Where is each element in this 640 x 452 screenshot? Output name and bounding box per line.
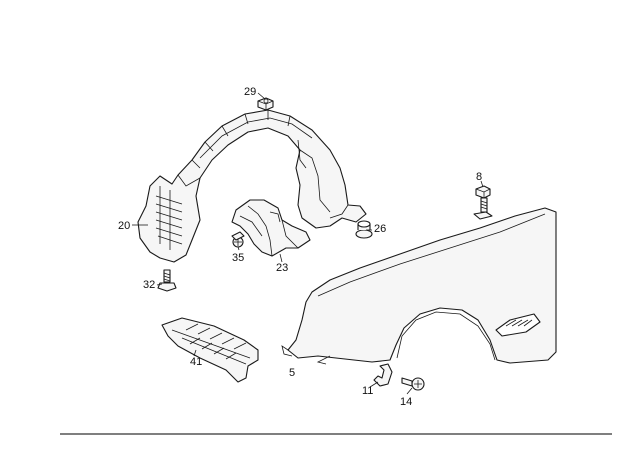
callout-23: 23 — [276, 262, 288, 274]
leader-8 — [480, 180, 484, 188]
leader-41 — [193, 349, 197, 357]
leader-23 — [279, 253, 283, 263]
part-23-splash-shield — [231, 199, 311, 257]
leader-14 — [406, 387, 413, 395]
part-41-grille — [161, 317, 259, 383]
part-35-screw — [231, 231, 245, 248]
leader-lines — [132, 92, 484, 395]
leader-32 — [156, 283, 163, 286]
callout-35: 35 — [232, 252, 244, 264]
callout-20: 20 — [118, 220, 130, 232]
part-29-nut — [257, 97, 274, 111]
part-5-fender — [281, 207, 557, 365]
leader-11 — [369, 381, 379, 388]
callout-11: 11 — [362, 385, 373, 397]
part-8-bolt — [473, 185, 493, 220]
callout-41: 41 — [190, 356, 202, 368]
part-20-wheel-arch-liner — [137, 109, 367, 263]
callout-32: 32 — [143, 279, 155, 291]
callout-26: 26 — [374, 223, 386, 235]
leader-35 — [237, 246, 240, 251]
callout-8: 8 — [476, 171, 482, 183]
callout-5: 5 — [289, 367, 295, 379]
callout-29: 29 — [244, 86, 256, 98]
part-32-screw — [157, 269, 177, 292]
part-26-clip — [355, 220, 373, 239]
leader-29 — [257, 92, 266, 100]
callout-14: 14 — [400, 396, 412, 408]
part-14-screw — [401, 377, 425, 391]
